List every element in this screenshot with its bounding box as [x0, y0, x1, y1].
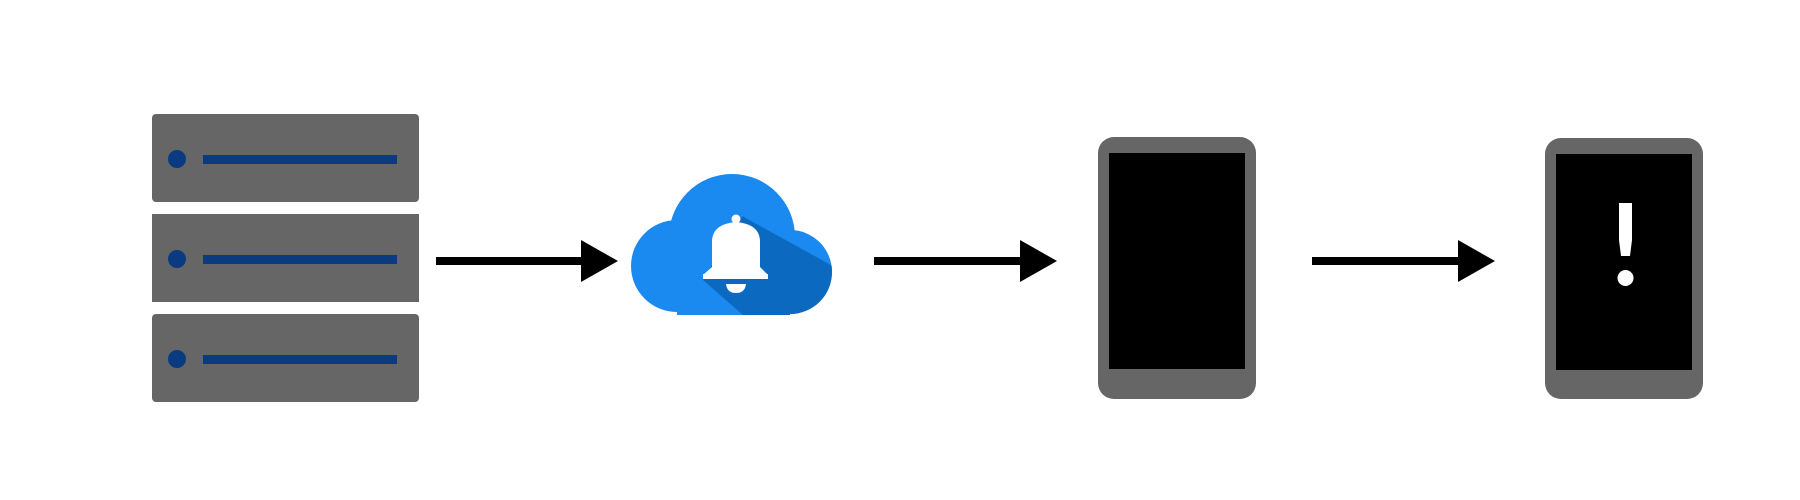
exclamation-icon [1617, 203, 1634, 286]
arrow-head [1458, 240, 1495, 282]
server-unit [152, 214, 419, 302]
phone-blank-icon [1098, 137, 1256, 399]
arrow-shaft [874, 257, 1020, 265]
server-drive-bar [203, 255, 397, 264]
cloud-bell-icon [631, 174, 832, 315]
server-status-led [168, 250, 186, 268]
arrow-shaft [436, 257, 581, 265]
device-screen [1109, 153, 1245, 369]
flow-arrow [1312, 240, 1495, 282]
bell-icon [703, 214, 768, 293]
phone-alert-icon [1545, 138, 1703, 399]
device-screen [1556, 154, 1692, 370]
arrow-head [1020, 240, 1057, 282]
server-drive-bar [203, 155, 397, 164]
flow-arrow [874, 240, 1057, 282]
server-stack-icon [152, 114, 419, 402]
arrow-head [581, 240, 618, 282]
server-drive-bar [203, 355, 397, 364]
server-status-led [168, 150, 186, 168]
server-unit [152, 114, 419, 202]
server-unit [152, 314, 419, 402]
server-status-led [168, 350, 186, 368]
arrow-shaft [1312, 257, 1458, 265]
flow-arrow [436, 240, 618, 282]
